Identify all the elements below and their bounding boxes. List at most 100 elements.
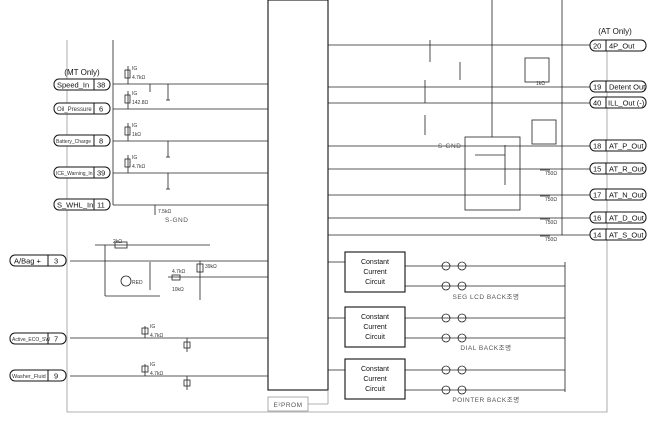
label-1k-1: 1kΩ xyxy=(132,132,141,138)
eeprom-block: E²PROM xyxy=(267,390,329,412)
pin-label-4p-out: 4P_Out xyxy=(609,42,635,51)
pin-number-8: 8 xyxy=(99,137,103,146)
label-ig-1: IG xyxy=(132,66,137,72)
label-4k7-3: 4.7kΩ xyxy=(172,269,185,275)
pin-number-7: 7 xyxy=(54,335,58,344)
pin-number-16: 16 xyxy=(593,214,601,223)
left-pullups xyxy=(124,66,191,390)
at-output-circuit xyxy=(328,0,590,237)
ccc-2-caption: DIAL BACK조명 xyxy=(460,343,511,352)
label-4k7-5: 4.7kΩ xyxy=(150,371,163,377)
label-1k-2: 1kΩ xyxy=(536,81,545,87)
label-750-3: 750Ω xyxy=(545,220,557,226)
pin-label-at-n-out: AT_N_Out xyxy=(609,191,645,200)
pin-number-18: 18 xyxy=(593,142,601,151)
led-chains xyxy=(328,261,566,395)
right-connector-ill-out: 40 ILL_Out (-) xyxy=(589,96,647,109)
left-connector-oil-pressure: Oil_Pressure 6 xyxy=(53,102,111,115)
ccc-1-line1: Constant xyxy=(361,259,389,266)
left-connector-s-whl-in: S_WHL_In 11 xyxy=(53,198,111,211)
pin-label-at-d-out: AT_D_Out xyxy=(609,214,645,223)
right-connector-at-r-out: 15 AT_R_Out xyxy=(589,162,647,175)
pin-number-38: 38 xyxy=(97,81,105,90)
label-39k: 39kΩ xyxy=(205,264,217,270)
label-ig-2: IG xyxy=(132,91,137,97)
ccc-3-caption: POINTER BACK조명 xyxy=(452,395,519,404)
mt-only-header: (MT Only) xyxy=(64,68,100,77)
ccc-1-line3: Circuit xyxy=(365,279,385,286)
label-ig-6: IG xyxy=(150,362,155,368)
pin-number-9: 9 xyxy=(54,372,58,381)
label-750-1: 750Ω xyxy=(545,171,557,177)
label-2k: 2kΩ xyxy=(113,239,122,245)
pin-number-14: 14 xyxy=(593,231,601,240)
pin-number-15: 15 xyxy=(593,165,601,174)
component-labels: IG 4.7kΩ IG 142.8Ω IG 1kΩ IG 4.7kΩ 7.5kΩ… xyxy=(113,66,557,377)
pin-label-active-eco: Active_ECO_SW xyxy=(12,337,50,343)
ccc-2-line3: Circuit xyxy=(365,334,385,341)
ccc-1-caption: SEG LCD BACK조명 xyxy=(452,292,519,301)
ccc-3-line2: Current xyxy=(363,376,386,383)
pin-number-6: 6 xyxy=(99,105,103,114)
left-signal-wires xyxy=(70,40,268,377)
ccc-block-3: Constant Current Circuit POINTER BACK조명 xyxy=(344,358,519,404)
pin-number-20: 20 xyxy=(593,42,601,51)
right-connector-at-s-out: 14 AT_S_Out xyxy=(589,228,647,241)
pin-number-11: 11 xyxy=(97,201,105,210)
left-connector-airbag: A/Bag + 3 xyxy=(9,254,67,267)
label-ig-5: IG xyxy=(150,324,155,330)
pin-label-washer-fluid: Washer_Fluid xyxy=(12,374,46,380)
pin-label-ice-warning: ICE_Warning_In xyxy=(56,171,93,177)
ccc-block-1: Constant Current Circuit SEG LCD BACK조명 xyxy=(344,251,519,301)
pin-label-detent-out: Detent Out xyxy=(609,83,646,92)
pin-number-19: 19 xyxy=(593,83,601,92)
label-142: 142.8Ω xyxy=(132,100,149,106)
pin-number-40: 40 xyxy=(593,99,601,108)
label-10k: 10kΩ xyxy=(172,287,184,293)
label-7k5: 7.5kΩ xyxy=(158,209,171,215)
airbag-circuit xyxy=(95,241,268,300)
outer-frame xyxy=(66,40,608,413)
pin-label-at-r-out: AT_R_Out xyxy=(609,165,645,174)
right-connector-at-n-out: 17 AT_N_Out xyxy=(589,188,647,201)
label-ig-4: IG xyxy=(132,155,137,161)
right-connector-4p-out: 20 4P_Out xyxy=(589,39,647,52)
label-4k7-4: 4.7kΩ xyxy=(150,333,163,339)
pin-label-ill-out: ILL_Out (-) xyxy=(608,99,645,108)
label-750-2: 750Ω xyxy=(545,197,557,203)
pin-label-at-p-out: AT_P_Out xyxy=(609,142,644,151)
pin-label-at-s-out: AT_S_Out xyxy=(609,231,644,240)
left-connector-speed-in: Speed_In 38 xyxy=(53,78,111,91)
pin-label-airbag: A/Bag + xyxy=(14,257,42,266)
pin-number-39: 39 xyxy=(97,169,105,178)
pin-label-oil-pressure: Oil_Pressure xyxy=(57,107,92,113)
main-ic-block xyxy=(267,0,329,391)
pin-number-3: 3 xyxy=(54,257,58,266)
left-connector-washer-fluid: Washer_Fluid 9 xyxy=(9,369,67,382)
left-connector-active-eco: Active_ECO_SW 7 xyxy=(9,332,67,345)
label-s-gnd-right: S-GND xyxy=(438,143,461,150)
ccc-2-line1: Constant xyxy=(361,314,389,321)
label-ig-3: IG xyxy=(132,123,137,129)
label-red: RED xyxy=(132,280,143,286)
at-only-header: (AT Only) xyxy=(598,27,632,36)
ccc-3-line3: Circuit xyxy=(365,386,385,393)
label-4k7-1: 4.7kΩ xyxy=(132,75,145,81)
pin-label-battery-charge: Battery_Charge xyxy=(56,139,91,145)
pin-label-speed-in: Speed_In xyxy=(57,81,89,90)
left-connector-battery-charge: Battery_Charge 8 xyxy=(53,134,111,147)
pin-label-s-whl-in: S_WHL_In xyxy=(57,201,93,210)
ccc-1-line2: Current xyxy=(363,269,386,276)
pin-number-17: 17 xyxy=(593,191,601,200)
eeprom-label: E²PROM xyxy=(274,402,303,409)
right-connector-at-d-out: 16 AT_D_Out xyxy=(589,211,647,224)
label-4k7-2: 4.7kΩ xyxy=(132,164,145,170)
ccc-2-line2: Current xyxy=(363,324,386,331)
left-connector-ice-warning: ICE_Warning_In 39 xyxy=(53,166,111,179)
right-connector-detent-out: 19 Detent Out xyxy=(589,80,647,93)
ccc-block-2: Constant Current Circuit DIAL BACK조명 xyxy=(344,306,511,352)
right-connector-at-p-out: 18 AT_P_Out xyxy=(589,139,647,152)
label-750-4: 750Ω xyxy=(545,237,557,243)
label-s-gnd-left: S-GND xyxy=(165,217,188,224)
